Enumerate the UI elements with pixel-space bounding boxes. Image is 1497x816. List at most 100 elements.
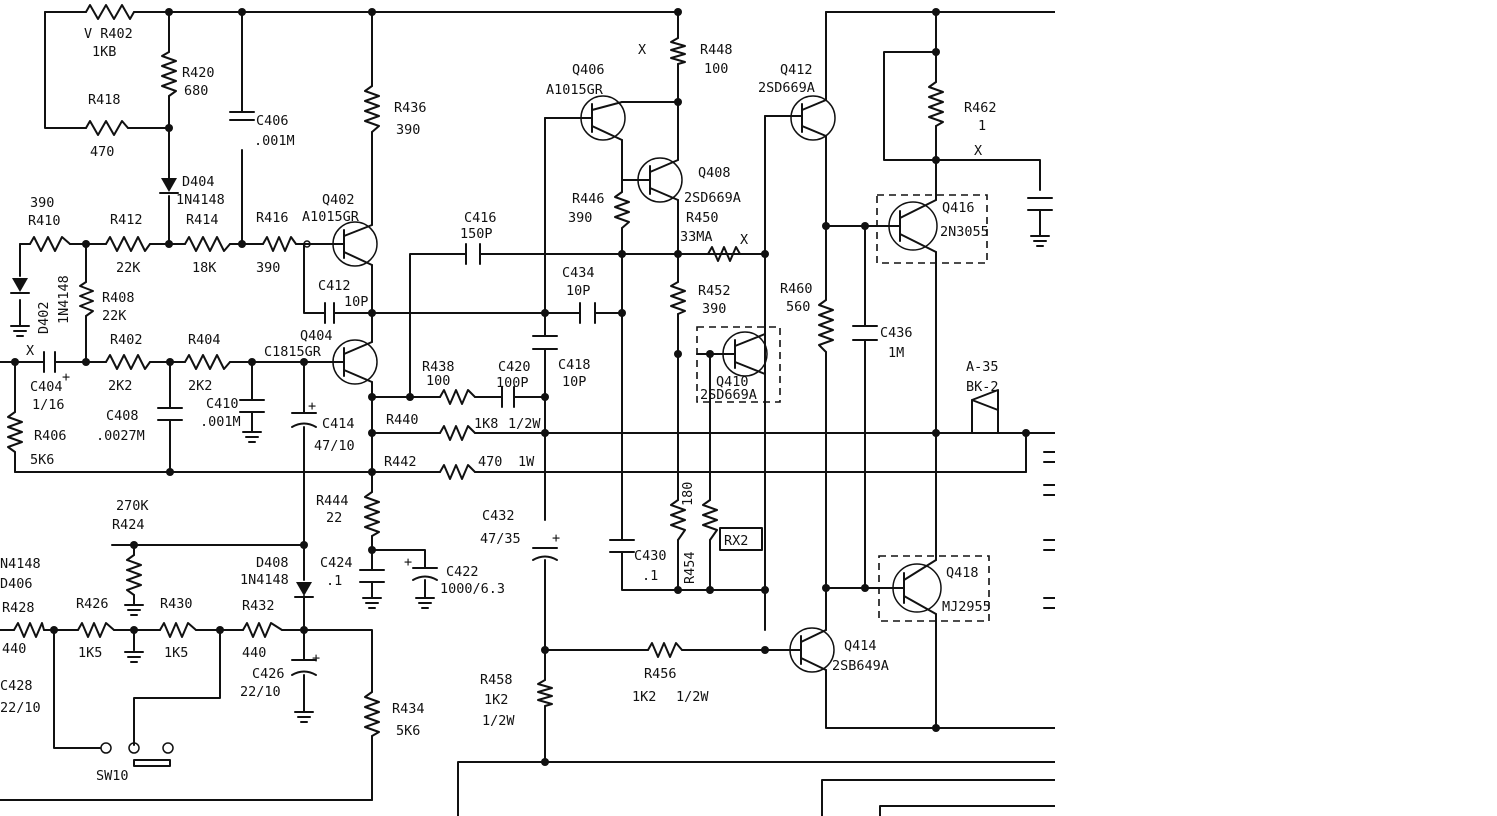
r430-label: R430	[160, 596, 193, 612]
q402-value: A1015GR	[302, 209, 360, 225]
r462-value: 1	[978, 118, 986, 134]
r428-label: R428	[2, 600, 35, 616]
r446-value: 390	[568, 210, 592, 226]
x-mark-r450: X	[740, 232, 748, 248]
r444-value: 22	[326, 510, 342, 526]
q410-value: 2SD669A	[700, 387, 757, 403]
r452-value: 390	[702, 301, 726, 317]
r434-value: 5K6	[396, 723, 420, 739]
capacitors	[43, 111, 1053, 676]
c420-label: C420	[498, 359, 531, 375]
c414-value: 47/10	[314, 438, 355, 454]
r420-label: R420	[182, 65, 215, 81]
misc-parts	[100, 389, 1055, 767]
c434-value: 10P	[566, 283, 590, 299]
c404-label: C404	[30, 379, 63, 395]
r462-label: R462	[964, 100, 997, 116]
x-mark-r462: X	[974, 143, 982, 159]
c428-label: C428	[0, 678, 33, 694]
c412-value: 10P	[344, 294, 368, 310]
d406-type: N4148	[0, 556, 41, 572]
x-marks: X X X X + + + + +	[26, 42, 982, 666]
q414-label: Q414	[844, 638, 877, 654]
resistors	[7, 4, 944, 737]
grounds	[10, 235, 1050, 723]
c430-value: .1	[642, 568, 658, 584]
r424-label: R424	[112, 517, 145, 533]
c414-label: C414	[322, 416, 355, 432]
r416-label: R416	[256, 210, 289, 226]
r404-label: R404	[188, 332, 221, 348]
c424-label: C424	[320, 555, 353, 571]
c404-plus: +	[62, 369, 70, 385]
q418-label: Q418	[946, 565, 979, 581]
schematic-sheet: X X X X + + + + + V R402 1KB R420 680 R4…	[0, 4, 1055, 816]
q408-label: Q408	[698, 165, 731, 181]
q408-value: 2SD669A	[684, 190, 741, 206]
r438-label: R438	[422, 359, 455, 375]
amplifier-schematic: X X X X + + + + + V R402 1KB R420 680 R4…	[0, 4, 1055, 816]
r442-power: 1W	[518, 454, 535, 470]
d402-label: D402	[36, 301, 52, 334]
d402-value: 1N4148	[56, 275, 72, 324]
rx2-label: RX2	[724, 533, 748, 549]
heatsink-boxes	[696, 194, 990, 622]
c432-plus: +	[552, 530, 560, 546]
r436-value: 390	[396, 122, 420, 138]
r412-value: 22K	[116, 260, 141, 276]
a35-label: A-35	[966, 359, 999, 375]
c418-value: 10P	[562, 374, 586, 390]
r440-label: R440	[386, 412, 419, 428]
c404-value: 1/16	[32, 397, 65, 413]
x-mark-c404: X	[26, 343, 34, 359]
r416-value: 390	[256, 260, 280, 276]
sw10-label: SW10	[96, 768, 129, 784]
q416-label: Q416	[942, 200, 975, 216]
c420-value: 100P	[496, 375, 529, 391]
r418-label: R418	[88, 92, 121, 108]
r452-label: R452	[698, 283, 731, 299]
c412-label: C412	[318, 278, 351, 294]
r444-label: R444	[316, 493, 349, 509]
d406-label: D406	[0, 576, 33, 592]
d404-label: D404	[182, 174, 215, 190]
c418-label: C418	[558, 357, 591, 373]
q404-label: Q404	[300, 328, 333, 344]
r460-value: 560	[786, 299, 810, 315]
r418-value: 470	[90, 144, 114, 160]
r442-value: 470	[478, 454, 502, 470]
c434-label: C434	[562, 265, 595, 281]
r454-label: R454	[682, 551, 698, 584]
r442-label: R442	[384, 454, 417, 470]
q412-value: 2SD669A	[758, 80, 815, 96]
r448-label: R448	[700, 42, 733, 58]
r456-power: 1/2W	[676, 689, 709, 705]
vr402-label: V R402	[84, 26, 133, 42]
transistors	[332, 95, 942, 673]
q404-value: C1815GR	[264, 344, 322, 360]
c436-label: C436	[880, 325, 913, 341]
d404-value: 1N4148	[176, 192, 225, 208]
c426-value: 22/10	[240, 684, 281, 700]
wires	[0, 11, 1055, 816]
r404-value: 2K2	[188, 378, 212, 394]
component-labels: V R402 1KB R420 680 R418 470 C406 .001M …	[0, 26, 999, 784]
r432-label: R432	[242, 598, 275, 614]
r456-value: 1K2	[632, 689, 656, 705]
q412-label: Q412	[780, 62, 813, 78]
q410-label: Q410	[716, 374, 749, 390]
r434-label: R434	[392, 701, 425, 717]
q414-value: 2SB649A	[832, 658, 889, 674]
x-mark-r448: X	[638, 42, 646, 58]
r438-value: 100	[426, 373, 450, 389]
r450-value: 33MA	[680, 229, 713, 245]
r426-value: 1K5	[78, 645, 102, 661]
r414-label: R414	[186, 212, 219, 228]
c426-plus: +	[312, 650, 320, 666]
r410-value: 390	[30, 195, 54, 211]
vr402-value: 1KB	[92, 44, 116, 60]
q406-value: A1015GR	[546, 82, 604, 98]
c408-label: C408	[106, 408, 139, 424]
c416-label: C416	[464, 210, 497, 226]
c432-value: 47/35	[480, 531, 521, 547]
